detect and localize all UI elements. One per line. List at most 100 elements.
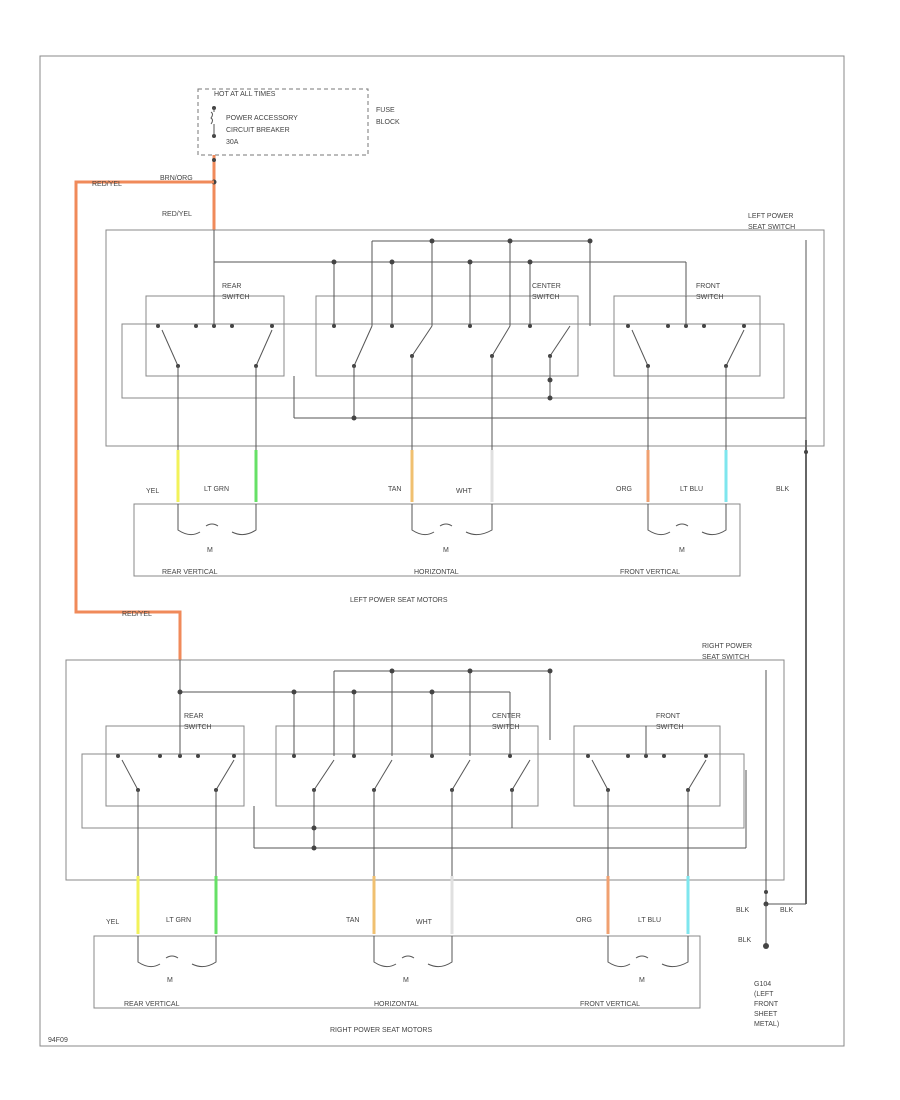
diagram-code: 94F09 <box>48 1037 68 1044</box>
connector-top <box>212 158 216 162</box>
left-center-contact-2 <box>390 324 394 328</box>
right-front-blade-2 <box>687 759 707 791</box>
left-center-node-7 <box>587 238 593 244</box>
right-front-switch-box <box>573 725 721 807</box>
left-blk-connector <box>804 450 808 454</box>
right-horiz-motor-m: M <box>403 977 409 984</box>
left-center-blade-4 <box>549 325 571 357</box>
left-horiz-motor-symbol <box>411 504 493 536</box>
left-switch-title-1: LEFT POWER <box>748 213 793 220</box>
right-center-switch-label-1: CENTER <box>492 713 521 720</box>
right-rear-bus-node <box>177 689 183 695</box>
ground-connector-1 <box>764 890 768 894</box>
left-center-blade-3 <box>491 325 511 357</box>
right-horiz-motor-symbol <box>373 936 453 968</box>
left-switch-inner <box>121 323 785 399</box>
right-front-switch-label-1: FRONT <box>656 713 681 720</box>
power-feed: BRN/ORG RED/YEL RED/YEL RED/YEL <box>74 155 217 660</box>
left-front-contact-1 <box>626 324 630 328</box>
left-center-switch-label-1: CENTER <box>532 283 561 290</box>
left-rear-switch-label-2: SWITCH <box>222 294 250 301</box>
ground-label-2: (LEFT <box>754 991 774 998</box>
right-center-node-4 <box>389 668 395 674</box>
ground-label-4: SHEET <box>754 1011 778 1018</box>
left-seat-motors: M M M REAR VERTICAL HORIZONTAL FRONT VER… <box>133 503 741 604</box>
left-center-gnd-node-1 <box>351 415 357 421</box>
right-center-switch-box <box>275 725 539 807</box>
left-switch-outer <box>105 229 825 447</box>
right-rear-contact-2 <box>158 754 162 758</box>
right-rear-switch-box <box>105 725 245 807</box>
left-center-node-2 <box>389 259 395 265</box>
brn-org-label: BRN/ORG <box>160 175 193 182</box>
breaker-label-2: CIRCUIT BREAKER <box>226 127 290 134</box>
right-wht-label: WHT <box>416 919 433 926</box>
left-center-node-3 <box>467 259 473 265</box>
left-front-switch-box <box>613 295 761 377</box>
left-center-node-6 <box>507 238 513 244</box>
right-center-switch-label-2: SWITCH <box>492 724 520 731</box>
left-motors-box <box>133 503 741 577</box>
right-front-contact-1 <box>586 754 590 758</box>
left-front-motor-symbol <box>647 504 727 536</box>
left-center-contact-1 <box>332 324 336 328</box>
right-blk-label-1: BLK <box>736 907 750 914</box>
right-center-gnd-node-1 <box>311 845 317 851</box>
left-blk-label: BLK <box>776 486 790 493</box>
ground-connection: BLK BLK BLK G104 (LEFT FRONT SHEET METAL… <box>736 890 806 1028</box>
fuse-block-label-2: BLOCK <box>376 119 400 126</box>
left-org-label: ORG <box>616 486 632 493</box>
left-seat-switch: LEFT POWER SEAT SWITCH REAR SWITCH CENTE… <box>105 213 825 447</box>
right-front-contact-4 <box>662 754 666 758</box>
left-rear-contact-2 <box>194 324 198 328</box>
right-front-motor-m: M <box>639 977 645 984</box>
left-rear-switch-label-1: REAR <box>222 283 241 290</box>
right-center-blade-1 <box>313 759 335 791</box>
right-rear-motor-m: M <box>167 977 173 984</box>
right-switch-title-2: SEAT SWITCH <box>702 654 749 661</box>
left-center-switch-box <box>315 295 579 377</box>
right-center-contact-1 <box>292 754 296 758</box>
left-front-switch-label-1: FRONT <box>696 283 721 290</box>
left-rear-switch-box <box>145 295 285 377</box>
left-center-switch-label-2: SWITCH <box>532 294 560 301</box>
left-center-node-1 <box>331 259 337 265</box>
left-center-node-4 <box>527 259 533 265</box>
left-center-node-5 <box>429 238 435 244</box>
left-lt-grn-label: LT GRN <box>204 486 229 493</box>
left-motors-title: LEFT POWER SEAT MOTORS <box>350 597 448 604</box>
right-rear-switch-label-1: REAR <box>184 713 203 720</box>
right-center-node-1 <box>291 689 297 695</box>
left-rear-contact-1 <box>156 324 160 328</box>
right-front-contact-5 <box>704 754 708 758</box>
red-yel-main-wire <box>74 180 214 660</box>
right-center-blade-4 <box>511 759 531 791</box>
left-rear-blade-2 <box>255 329 273 367</box>
left-center-blade-2 <box>411 325 433 357</box>
left-yel-label: YEL <box>146 488 159 495</box>
left-rear-motor-m: M <box>207 547 213 554</box>
left-rear-contact-4 <box>230 324 234 328</box>
breaker-label-3: 30A <box>226 139 239 146</box>
right-tan-label: TAN <box>346 917 359 924</box>
right-switch-title-1: RIGHT POWER <box>702 643 752 650</box>
left-front-switch-label-2: SWITCH <box>696 294 724 301</box>
diagram-frame <box>39 55 845 1047</box>
right-center-node-5 <box>467 668 473 674</box>
right-center-blade-2 <box>373 759 393 791</box>
left-horiz-motor-m: M <box>443 547 449 554</box>
right-seat-motors: M M M REAR VERTICAL HORIZONTAL FRONT VER… <box>93 935 701 1034</box>
right-seat-switch: RIGHT POWER SEAT SWITCH REAR SWITCH CENT… <box>65 643 785 904</box>
right-front-vertical-label: FRONT VERTICAL <box>580 1001 640 1008</box>
left-center-gnd-node-2 <box>547 377 553 383</box>
right-front-switch-label-2: SWITCH <box>656 724 684 731</box>
right-rear-vertical-label: REAR VERTICAL <box>124 1001 180 1008</box>
fuse-block-box <box>197 88 369 156</box>
left-front-vertical-label: FRONT VERTICAL <box>620 569 680 576</box>
left-rear-motor-symbol <box>177 504 257 536</box>
ground-blk-label: BLK <box>738 937 752 944</box>
ground-point <box>763 943 769 949</box>
right-rear-blade-2 <box>215 759 235 791</box>
left-center-gnd-node-3 <box>547 395 553 401</box>
